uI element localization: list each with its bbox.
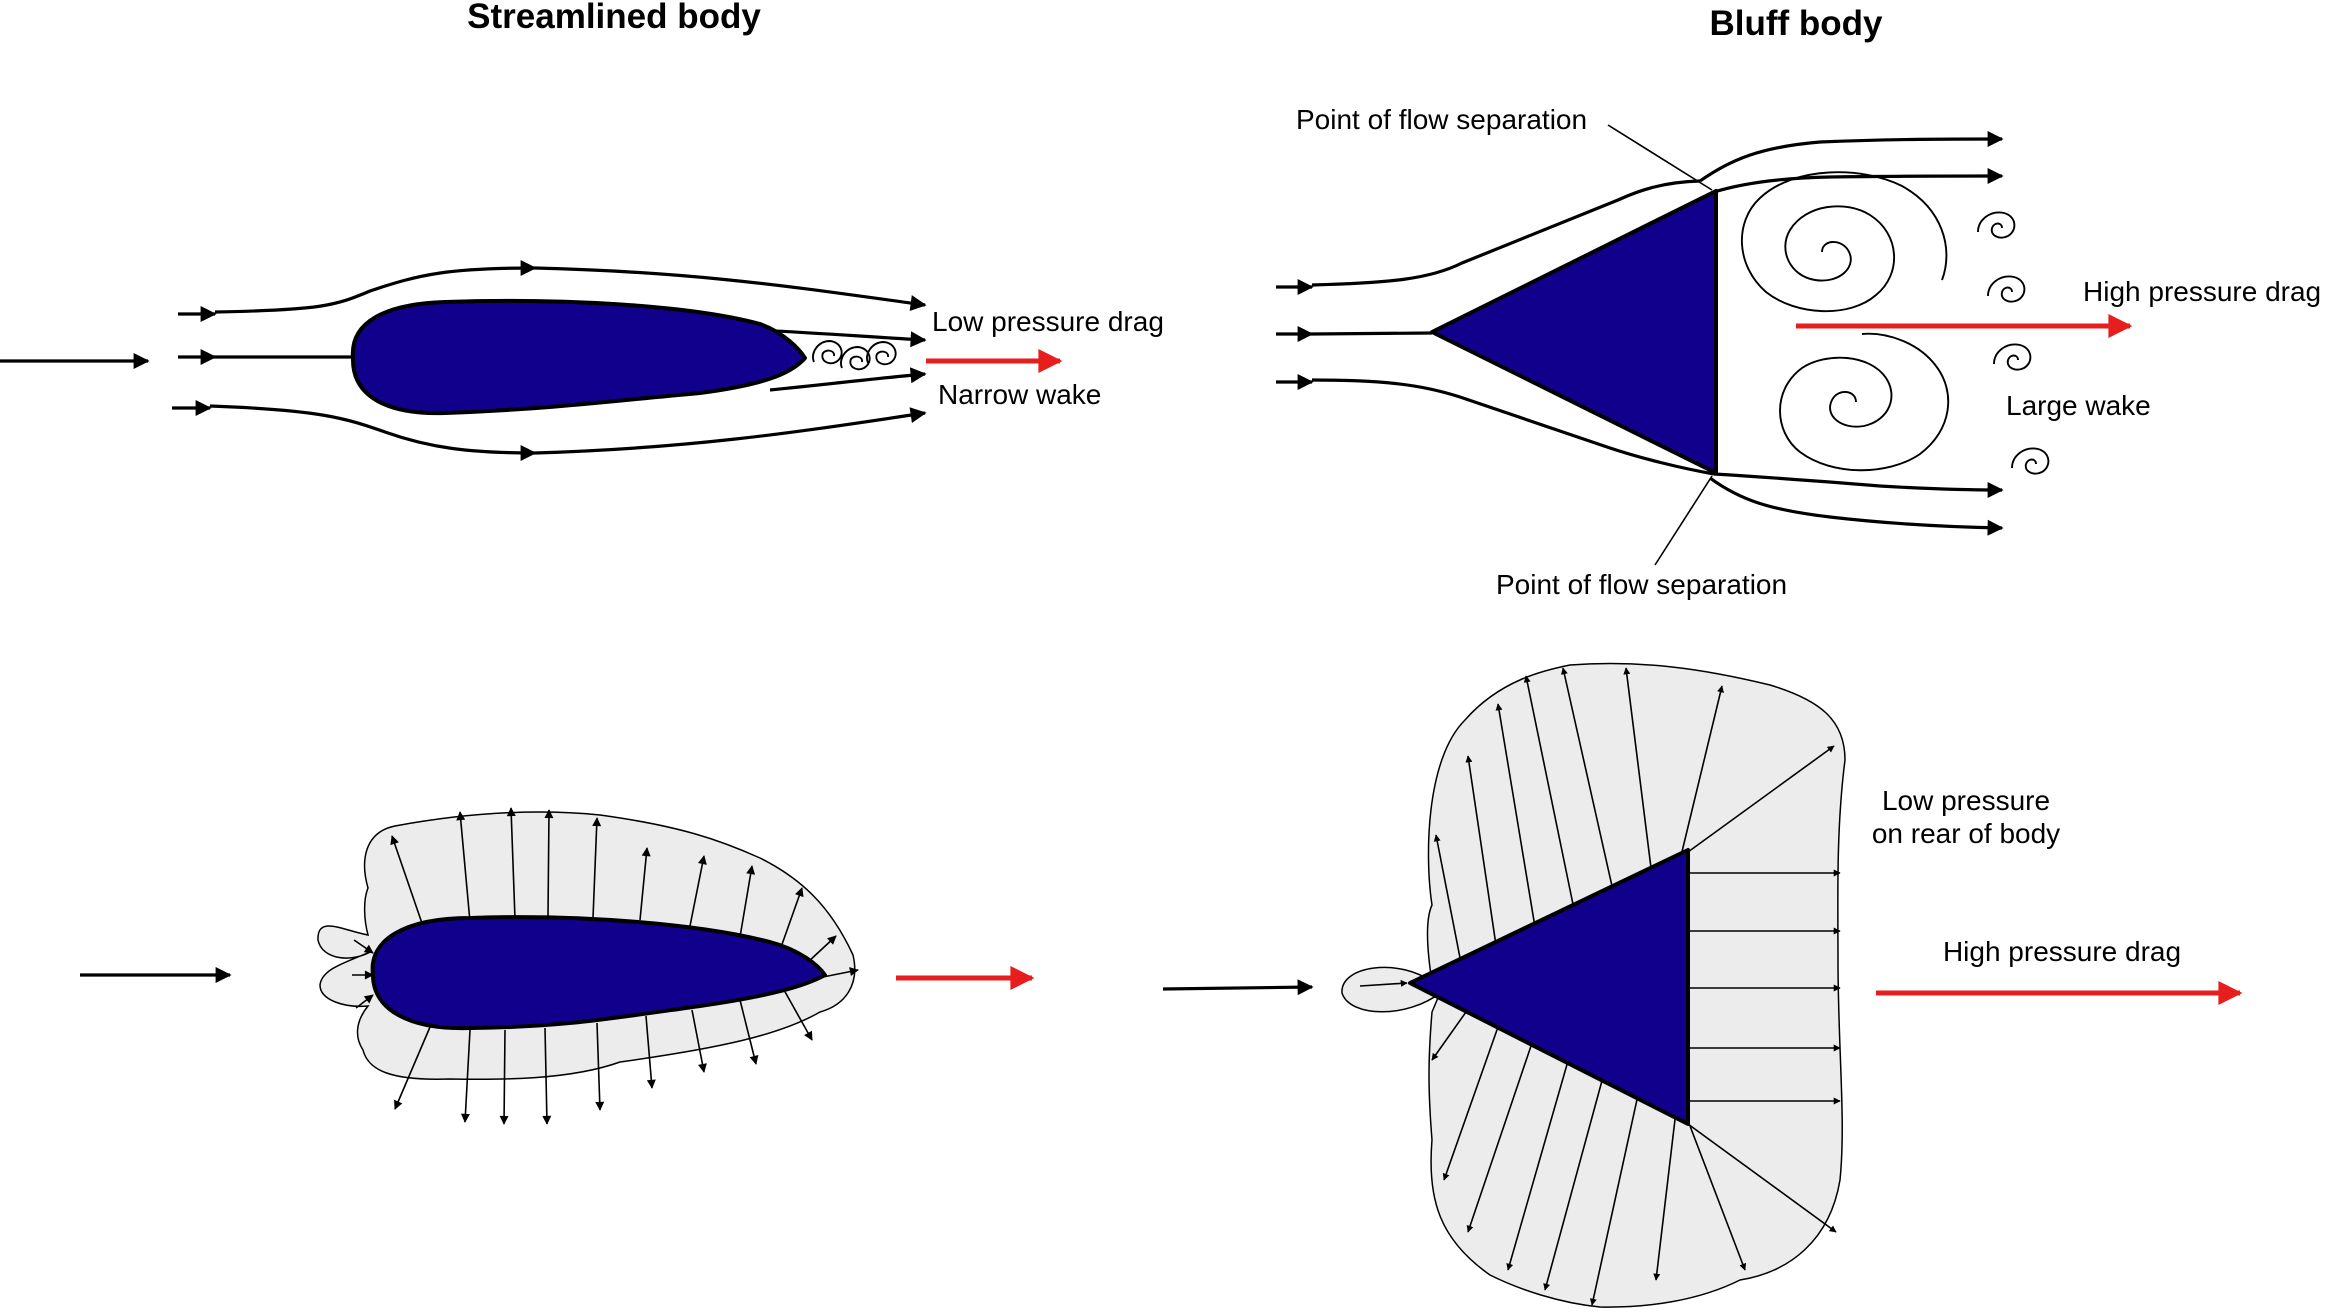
- vortex-icon: [2011, 447, 2050, 475]
- pressure-drag-label: High pressure drag: [1943, 936, 2181, 967]
- bluff-flow: Point of flow separation Point of flow s…: [1276, 104, 2321, 600]
- streamlined-body: [370, 915, 827, 1031]
- pressure-vector-icon: [592, 817, 602, 919]
- large-wake-label: Large wake: [2006, 390, 2151, 421]
- pressure-vector-icon: [1653, 1110, 1677, 1281]
- pressure-vector-icon: [639, 847, 651, 921]
- streamline-upper-inner: [1713, 168, 2004, 194]
- streamline-lower: [1311, 378, 1715, 476]
- pressure-vector-icon: [1465, 755, 1498, 953]
- pressure-vector-icon: [1466, 1042, 1533, 1233]
- vortex-icon: [840, 346, 871, 371]
- streamline-middle: [1311, 331, 1433, 336]
- pressure-vector-icon: [1495, 703, 1537, 934]
- pressure-vector-icon: [1431, 1011, 1467, 1061]
- pressure-vector-icon: [355, 994, 374, 1009]
- streamline-lower-tail: [534, 407, 927, 455]
- vortex-icon: [1987, 275, 2026, 303]
- high-pressure-drag-label: High pressure drag: [2083, 276, 2321, 307]
- narrow-wake-vortices: [812, 340, 897, 371]
- pressure-vector-icon: [499, 1029, 509, 1125]
- vortex-icon: [866, 341, 897, 366]
- pressure-vector-icon: [542, 1027, 552, 1125]
- vortex-icon: [812, 340, 843, 365]
- pressure-vector-icon: [1543, 1076, 1604, 1291]
- pressure-vector-icon: [1589, 1094, 1639, 1306]
- bluff-title: Bluff body: [1709, 4, 1883, 43]
- pressure-vector-icon: [1679, 685, 1724, 861]
- pressure-vectors: [352, 807, 859, 1125]
- pressure-vector-icon: [1442, 1026, 1499, 1181]
- streamline-lower: [209, 404, 537, 461]
- separation-bottom-leader: [1654, 475, 1713, 566]
- pressure-vector-icon: [739, 999, 759, 1065]
- streamline-upper: [1311, 179, 1701, 287]
- pressure-vector-icon: [1560, 667, 1615, 896]
- streamline-upper-outer: [1699, 131, 2004, 183]
- pressure-vector-icon: [506, 807, 516, 920]
- separation-bottom-label: Point of flow separation: [1496, 569, 1787, 600]
- pressure-vector-icon: [456, 811, 471, 923]
- streamline-lower-outer: [1709, 476, 2004, 536]
- pressure-vector-icon: [460, 1029, 471, 1123]
- streamline-upper-tail: [534, 266, 927, 311]
- large-wake-vortices: [1740, 171, 2050, 475]
- pressure-vector-icon: [353, 939, 374, 954]
- pressure-vector-icon: [394, 1026, 431, 1110]
- pressure-vector-icon: [779, 887, 804, 951]
- vortex-icon: [1993, 343, 2032, 371]
- pressure-vector-icon: [1523, 675, 1576, 915]
- pressure-vector-icon: [1687, 745, 1835, 853]
- pressure-vectors: [1359, 667, 1841, 1306]
- pressure-vector-icon: [783, 989, 813, 1041]
- streamline-upper: [214, 260, 537, 314]
- vortex-icon: [1740, 171, 1948, 313]
- vortex-icon: [1977, 211, 2016, 239]
- streamline-lower-inner: [1713, 472, 2004, 498]
- bluff-pressure: Low pressure on rear of body High pressu…: [1162, 662, 2243, 1308]
- bluff-triangle-body: [1430, 189, 1718, 475]
- streamlined-body: [350, 298, 807, 416]
- pressure-vector-icon: [1689, 1125, 1747, 1271]
- streamlined-flow: Low pressure drag Narrow wake: [0, 260, 1164, 461]
- pressure-vector-icon: [807, 935, 837, 963]
- pressure-vector-icon: [1359, 979, 1408, 987]
- narrow-wake-label: Narrow wake: [938, 379, 1101, 410]
- streamline-middle-rear-lower: [769, 367, 927, 392]
- pressure-vector-icon: [691, 1009, 707, 1073]
- separation-top-label: Point of flow separation: [1296, 104, 1587, 135]
- pressure-vector-icon: [544, 809, 554, 917]
- pressure-vector-icon: [689, 855, 707, 927]
- pressure-vector-icon: [1433, 834, 1463, 969]
- low-pressure-drag-label: Low pressure drag: [932, 306, 1164, 337]
- separation-top-leader: [1607, 124, 1713, 191]
- rear-pressure-label-line1: Low pressure: [1882, 785, 2050, 816]
- rear-pressure-label-line2: on rear of body: [1872, 818, 2060, 849]
- pressure-vector-icon: [739, 865, 756, 938]
- pressure-vector-icon: [1687, 1123, 1837, 1233]
- pressure-vector-icon: [645, 1015, 656, 1089]
- vortex-icon: [1779, 332, 1950, 472]
- pressure-vector-icon: [1623, 667, 1653, 877]
- pressure-vector-icon: [1506, 1060, 1569, 1271]
- pressure-vector-icon: [595, 1022, 605, 1111]
- streamlined-pressure: [80, 807, 1035, 1125]
- freestream-arrow-icon: [1162, 979, 1314, 996]
- streamlined-title: Streamlined body: [467, 0, 761, 36]
- bluff-triangle-body: [1408, 848, 1690, 1126]
- pressure-vector-icon: [390, 835, 426, 933]
